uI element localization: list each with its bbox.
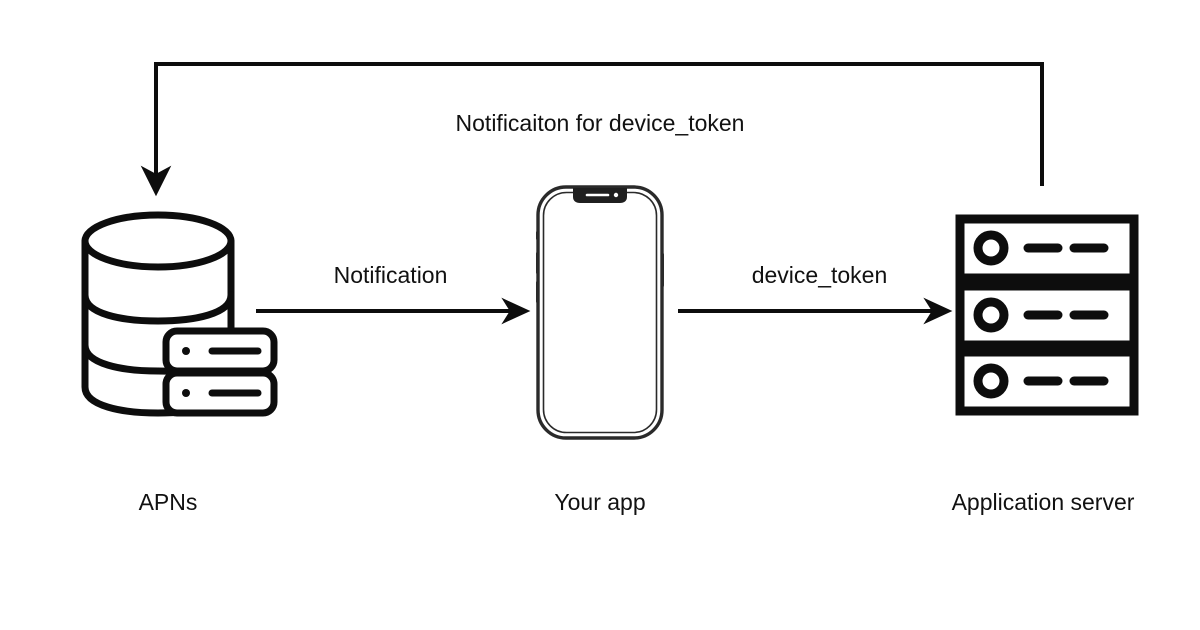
phone-volume-up-button[interactable] bbox=[536, 252, 540, 274]
node-apns[interactable] bbox=[81, 211, 278, 417]
edge-app-to-server-arrowhead bbox=[923, 297, 953, 325]
node-your-app[interactable] bbox=[536, 185, 664, 440]
node-label-apns: APNs bbox=[138, 489, 198, 515]
edge-apns-to-app-arrowhead bbox=[501, 297, 531, 325]
database-ring-1 bbox=[81, 291, 235, 325]
phone-screen-bezel bbox=[542, 191, 658, 434]
edge-server-to-apns-line bbox=[154, 62, 1044, 186]
phone-volume-down-button[interactable] bbox=[536, 281, 540, 303]
server-unit-2-icon bbox=[955, 281, 1139, 350]
edge-server-to-apns-arrowhead bbox=[140, 165, 172, 197]
edge-app-to-server bbox=[678, 297, 953, 325]
edge-server-to-apns bbox=[140, 62, 1044, 197]
node-application-server[interactable] bbox=[955, 214, 1139, 416]
apns-rack-upper-icon bbox=[162, 327, 278, 375]
phone-power-button[interactable] bbox=[660, 253, 664, 287]
server-unit-1-power-ring-icon bbox=[973, 230, 1009, 266]
edge-label-notification: Notification bbox=[333, 262, 448, 288]
phone-mute-switch-button[interactable] bbox=[536, 231, 540, 240]
edge-apns-to-app bbox=[256, 297, 531, 325]
edge-label-device-token: device_token bbox=[751, 262, 888, 288]
apns-rack-upper-dot bbox=[182, 347, 190, 355]
server-unit-3-icon bbox=[955, 347, 1139, 416]
node-label-application-server: Application server bbox=[951, 489, 1135, 515]
apns-rack-lower-icon bbox=[162, 369, 278, 417]
phone-camera-dot-icon bbox=[613, 192, 619, 198]
server-unit-3-power-ring-icon bbox=[973, 363, 1009, 399]
smartphone-icon bbox=[536, 185, 664, 440]
server-unit-2-power-ring-icon bbox=[973, 297, 1009, 333]
edge-label-notification-for-device-token: Notificaiton for device_token bbox=[455, 110, 745, 136]
database-top-ellipse bbox=[81, 211, 235, 271]
server-unit-1-icon bbox=[955, 214, 1139, 283]
node-label-your-app: Your app bbox=[554, 489, 646, 515]
apns-rack-lower-dot bbox=[182, 389, 190, 397]
